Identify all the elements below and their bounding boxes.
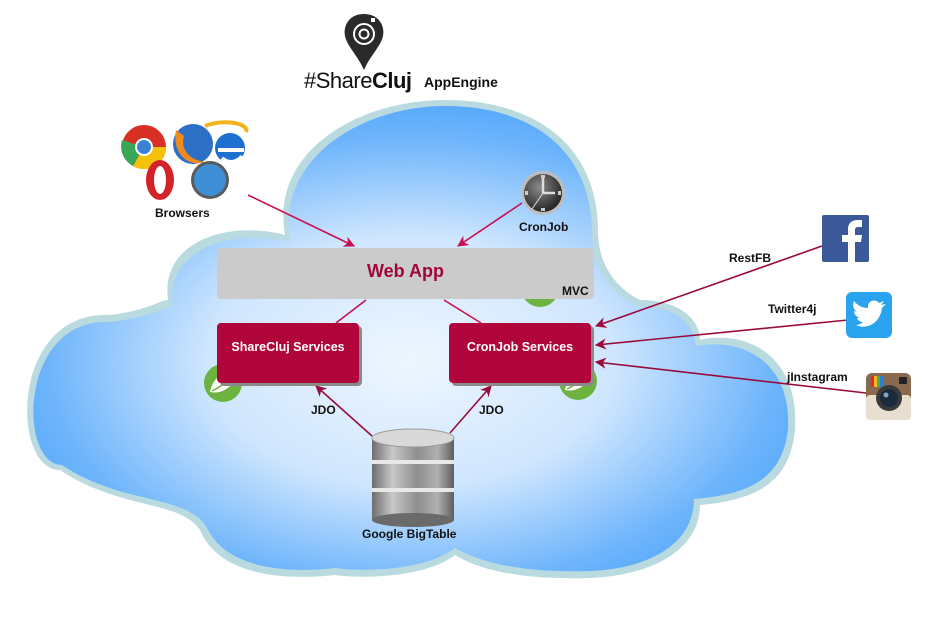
webapp-title: Web App — [367, 261, 444, 281]
logo-prefix: #Share — [304, 68, 372, 93]
logo-appengine: AppEngine — [424, 74, 498, 90]
logo-bold: Cluj — [371, 68, 412, 93]
sharecluj-services-title: ShareCluj Services — [231, 340, 345, 354]
twitter-icon — [846, 292, 892, 338]
link-webapp-sharecluj — [335, 299, 367, 324]
arrow-facebook — [594, 245, 823, 328]
webapp-box: Web App — [217, 248, 594, 299]
arrow-twitter — [594, 319, 849, 350]
jinstagram-label: jInstagram — [787, 370, 848, 384]
twitter4j-label: Twitter4j — [768, 302, 817, 316]
arrow-browsers-webapp — [247, 194, 356, 247]
restfb-label: RestFB — [729, 251, 772, 265]
app-logo: #ShareCluj — [304, 68, 412, 94]
arrow-instagram — [594, 357, 867, 394]
browsers-label: Browsers — [155, 206, 210, 220]
cronjob-label: CronJob — [519, 220, 569, 234]
cronjob-clock-icon — [521, 171, 565, 215]
bigtable-database-icon — [371, 428, 455, 527]
mvc-label: MVC — [562, 284, 589, 298]
cronjob-services-box: CronJob Services — [449, 323, 591, 383]
cloud-shape — [27, 100, 796, 579]
sharecluj-pin-icon — [344, 14, 384, 70]
browsers-icon — [121, 120, 249, 200]
bigtable-label: Google BigTable — [362, 527, 457, 541]
arrow-cronjob-webapp — [457, 202, 523, 247]
cronjob-services-title: CronJob Services — [466, 340, 574, 354]
instagram-icon — [866, 373, 911, 420]
jdo-right-label: JDO — [479, 403, 504, 417]
sharecluj-services-box: ShareCluj Services — [217, 323, 359, 383]
jdo-left-label: JDO — [311, 403, 336, 417]
arrow-db-cronjob-services — [449, 385, 492, 434]
link-webapp-cronjob-services — [443, 299, 482, 324]
facebook-icon — [822, 215, 869, 262]
arrow-db-sharecluj — [315, 385, 373, 437]
